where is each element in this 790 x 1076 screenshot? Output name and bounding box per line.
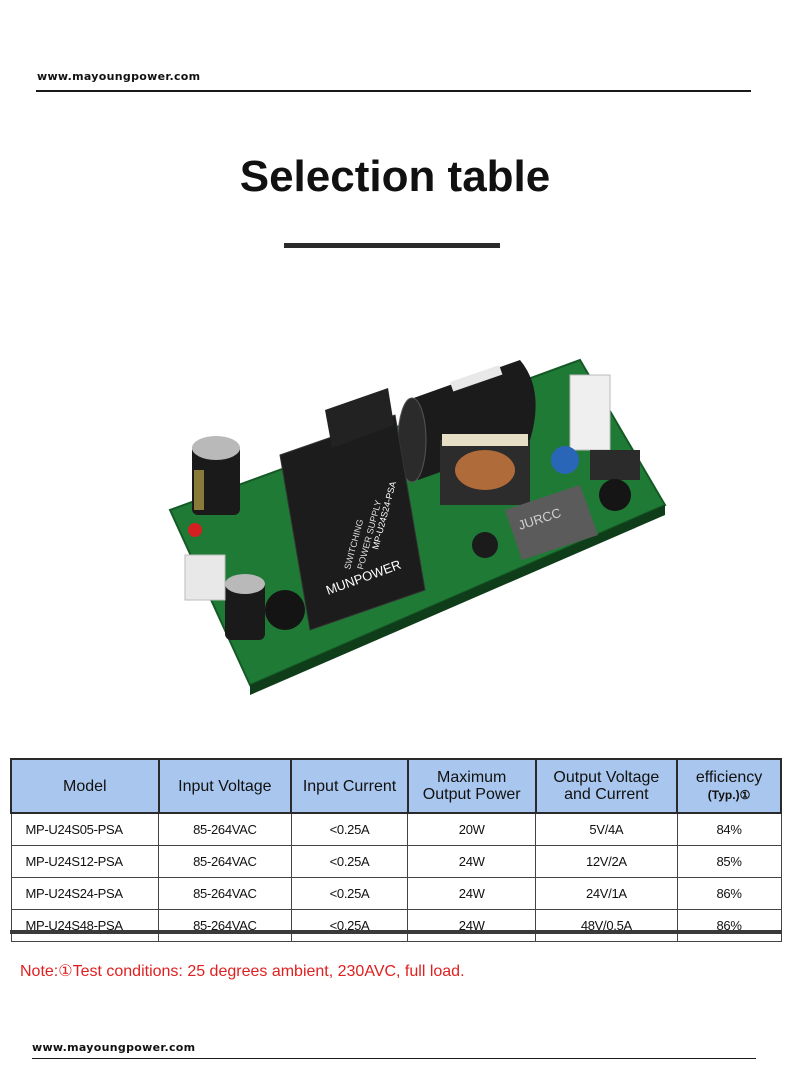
title-underline [284,243,500,248]
cell-model: MP-U24S05-PSA [10,812,160,846]
cell-output: 12V/2A [535,845,678,878]
table-row: MP-U24S48-PSA 85-264VAC <0.25A 24W 48V/0… [10,909,782,942]
cell-efficiency: 84% [676,812,782,846]
input-connector [569,374,611,451]
cell-efficiency: 85% [676,845,782,878]
cell-input-voltage: 85-264VAC [158,812,292,846]
led [188,523,202,537]
small-capacitor [225,574,265,640]
cell-model: MP-U24S12-PSA [10,845,160,878]
inductor [265,590,305,630]
cell-input-voltage: 85-264VAC [158,877,292,910]
line-filter: JURCC [505,485,598,560]
cell-power: 24W [407,909,537,942]
bulk-capacitor [397,360,536,483]
cell-output: 48V/0.5A [535,909,678,942]
table-bottom-border [10,930,782,934]
output-capacitor [192,436,240,515]
cell-input-current: <0.25A [290,812,409,846]
cell-input-current: <0.25A [290,877,409,910]
header-efficiency: efficiency(Typ.)① [676,758,782,814]
cell-model: MP-U24S24-PSA [10,877,160,910]
table-row: MP-U24S12-PSA 85-264VAC <0.25A 24W 12V/2… [10,845,782,878]
cell-power: 24W [407,845,537,878]
cell-input-current: <0.25A [290,909,409,942]
cell-power: 20W [407,812,537,846]
small-cap-right [472,532,498,558]
cell-output: 24V/1A [535,877,678,910]
table-row: MP-U24S24-PSA 85-264VAC <0.25A 24W 24V/1… [10,877,782,910]
cell-efficiency: 86% [676,909,782,942]
cell-input-voltage: 85-264VAC [158,845,292,878]
header-model: Model [10,758,160,814]
selection-table: Model Input Voltage Input Current Maximu… [10,758,782,942]
cell-model: MP-U24S48-PSA [10,909,160,942]
table-header-row: Model Input Voltage Input Current Maximu… [10,758,782,814]
header-input-current: Input Current [290,758,409,814]
cell-input-voltage: 85-264VAC [158,909,292,942]
cell-efficiency: 86% [676,877,782,910]
cell-power: 24W [407,877,537,910]
fuse [590,450,640,480]
site-url-header: www.mayoungpower.com [37,70,201,83]
cell-input-current: <0.25A [290,845,409,878]
header-input-voltage: Input Voltage [157,758,293,814]
cell-output: 5V/4A [535,812,678,846]
footer-divider [32,1058,756,1059]
common-mode-choke [440,434,530,505]
y-capacitor [551,446,579,474]
output-connector [184,554,226,601]
test-conditions-note: Note:①Test conditions: 25 degrees ambien… [20,963,465,980]
header-divider [36,90,751,92]
page-title: Selection table [239,152,551,201]
site-url-footer: www.mayoungpower.com [32,1041,196,1054]
power-module: MUNPOWER SWITCHING POWER SUPPLY MP-U24S2… [279,414,426,631]
table-row: MP-U24S05-PSA 85-264VAC <0.25A 20W 5V/4A… [10,812,782,846]
product-photo: MUNPOWER SWITCHING POWER SUPPLY MP-U24S2… [168,358,667,695]
varistor [599,479,631,511]
